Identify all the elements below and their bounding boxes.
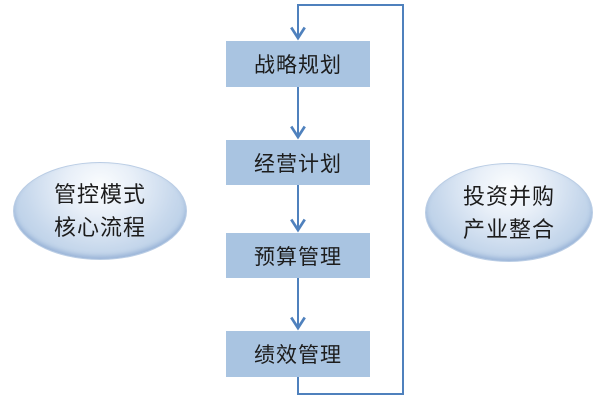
control-model-ellipse-line1: 管控模式 bbox=[53, 182, 146, 207]
investment-integration-ellipse: 投资并购 产业整合 bbox=[425, 163, 593, 262]
business-plan-box: 经营计划 bbox=[226, 140, 370, 185]
control-model-ellipse-line2: 核心流程 bbox=[53, 215, 146, 240]
strategic-planning-box: 战略规划 bbox=[226, 41, 370, 87]
control-model-ellipse: 管控模式 核心流程 bbox=[13, 162, 187, 260]
feedback-loop-connector bbox=[290, 4, 404, 395]
investment-integration-ellipse-line2: 产业整合 bbox=[462, 216, 555, 242]
investment-integration-ellipse-line1: 投资并购 bbox=[462, 183, 555, 209]
budget-management-box: 预算管理 bbox=[226, 233, 370, 278]
performance-management-box: 绩效管理 bbox=[226, 331, 370, 377]
